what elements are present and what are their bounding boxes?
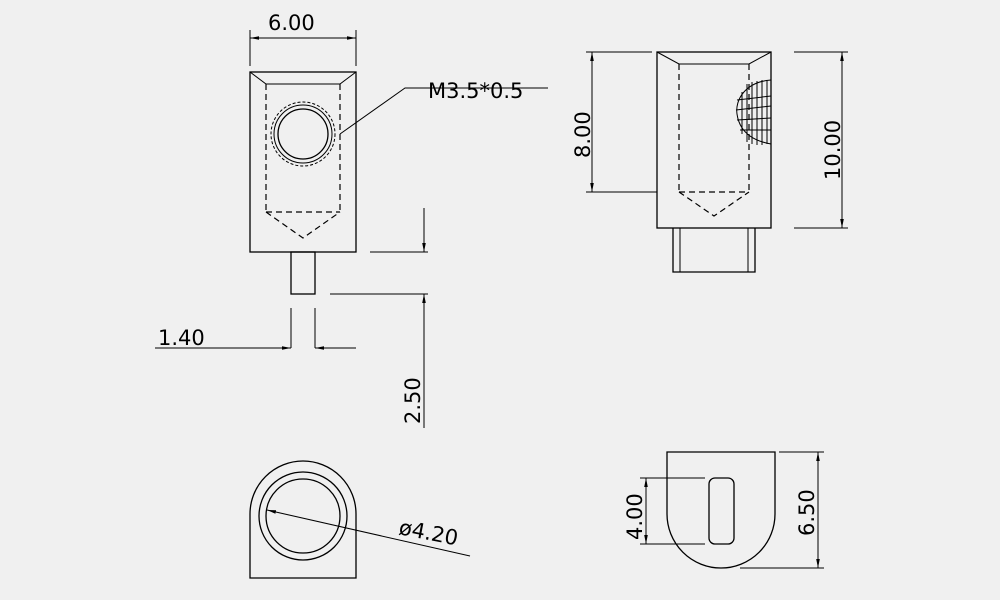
dim-diameter-leader	[266, 509, 471, 557]
top-view: 4.00 6.50	[623, 451, 824, 569]
side-pin	[672, 228, 756, 273]
front-thread-outer	[270, 101, 336, 167]
thread-leader	[339, 87, 548, 135]
front-view: 6.00 M3.5*0.5 1.40 2.50	[155, 11, 548, 428]
top-outline	[666, 451, 776, 569]
side-chamfer	[656, 51, 772, 65]
dim-height-label: 10.00	[821, 120, 845, 180]
front-hidden-bore	[265, 84, 341, 239]
front-pin	[290, 251, 316, 295]
bottom-outline	[249, 460, 357, 579]
top-slot	[708, 477, 735, 545]
dim-pin-length-label: 2.50	[401, 377, 425, 424]
dim-depth-label: 8.00	[571, 111, 595, 158]
side-view: 8.00 10.00	[571, 51, 848, 273]
dim-diameter-label: ø4.20	[397, 515, 460, 550]
front-chamfer	[249, 71, 357, 85]
side-hidden-bore	[678, 64, 750, 217]
side-pin-inner	[679, 228, 749, 272]
front-thread-inner	[277, 108, 329, 160]
dim-pin-width-label: 1.40	[158, 326, 205, 350]
side-body-outline	[656, 51, 772, 229]
dim-slot-label: 4.00	[623, 493, 647, 540]
front-thread-mid	[273, 104, 333, 164]
side-thread-hatch	[735, 79, 772, 145]
thread-label: M3.5*0.5	[428, 79, 523, 103]
bottom-view: ø4.20	[249, 460, 471, 579]
bottom-inner-circle	[265, 478, 341, 554]
dim-top-width-label: 6.00	[268, 11, 315, 35]
bottom-outer-circle	[258, 471, 348, 561]
dim-bottom-label: 6.50	[795, 489, 819, 536]
